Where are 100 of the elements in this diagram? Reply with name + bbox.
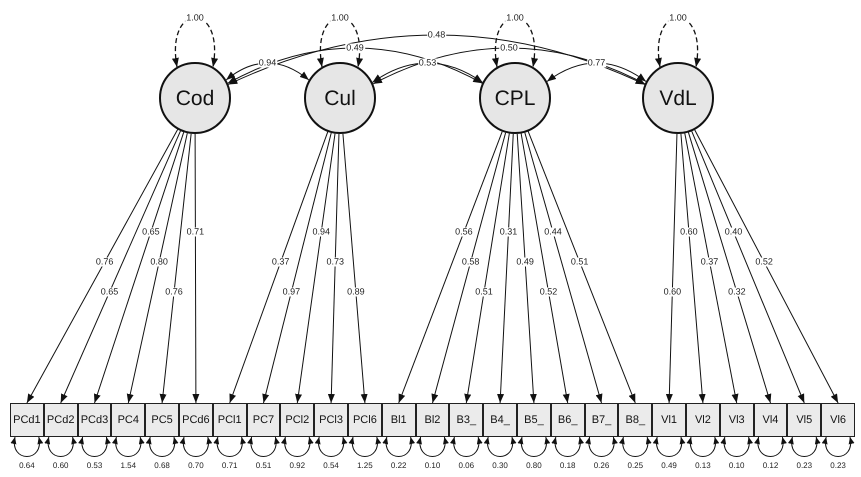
loading-arrow bbox=[26, 129, 178, 404]
edge-label: 0.52 bbox=[538, 288, 558, 296]
edge-label: 0.56 bbox=[454, 228, 474, 236]
edge-label: 0.76 bbox=[94, 258, 114, 266]
loading-arrow bbox=[691, 130, 805, 404]
edge-label: 1.54 bbox=[120, 462, 138, 470]
indicator-box bbox=[584, 403, 618, 437]
indicator-name: PC4 bbox=[118, 414, 139, 426]
loading-arrow bbox=[262, 132, 332, 404]
residual-loop bbox=[214, 436, 246, 457]
edge-label: 0.23 bbox=[829, 462, 847, 470]
loading-arrow bbox=[516, 133, 537, 404]
loading-arrow bbox=[688, 132, 772, 404]
indicator-box bbox=[787, 403, 822, 437]
edge-label: 0.31 bbox=[498, 228, 518, 236]
loading-arrow bbox=[295, 133, 336, 404]
latent-variable-name: VdL bbox=[659, 88, 697, 108]
indicator-name: Vl2 bbox=[694, 414, 711, 426]
indicator-box bbox=[483, 403, 517, 437]
edge-label: 0.13 bbox=[694, 462, 712, 470]
loading-arrow bbox=[94, 132, 184, 404]
indicator-box bbox=[44, 403, 78, 437]
indicator-name: PCd2 bbox=[46, 414, 74, 426]
indicator-name: B6_ bbox=[558, 414, 578, 426]
indicator-box bbox=[246, 403, 280, 437]
loading-arrow bbox=[524, 132, 602, 404]
edge-label: 0.64 bbox=[18, 462, 36, 470]
loading-arrow bbox=[694, 129, 839, 404]
residual-loop bbox=[349, 436, 381, 457]
edge-label: 0.60 bbox=[679, 228, 699, 236]
indicator-name: Vl1 bbox=[661, 414, 678, 426]
edge-label: 0.94 bbox=[258, 58, 278, 68]
indicator-box bbox=[280, 403, 314, 437]
indicator-name: B4_ bbox=[490, 414, 510, 426]
residual-loop bbox=[11, 436, 43, 457]
edge-label: 0.22 bbox=[390, 462, 408, 470]
residual-loop bbox=[180, 436, 212, 457]
indicator-name: B7_ bbox=[592, 414, 612, 426]
indicator-name: PCl3 bbox=[319, 414, 343, 426]
edge-label: 0.60 bbox=[52, 462, 70, 470]
loading-arrow bbox=[398, 131, 503, 404]
indicator-name: PCd3 bbox=[80, 414, 108, 426]
indicator-name: Vl5 bbox=[796, 414, 812, 426]
indicator-name: PC7 bbox=[252, 414, 274, 426]
indicator-box bbox=[686, 403, 720, 437]
edge-label: 0.37 bbox=[270, 258, 290, 266]
loading-arrow bbox=[464, 133, 510, 404]
edge-label: 0.51 bbox=[570, 258, 590, 266]
indicator-name: Vl4 bbox=[762, 414, 778, 426]
edge-label: 0.52 bbox=[754, 258, 774, 266]
loading-arrow bbox=[60, 130, 181, 404]
residual-loop bbox=[620, 436, 651, 457]
edge-label: 0.51 bbox=[254, 462, 272, 470]
residual-loop bbox=[248, 436, 280, 457]
indicator-box bbox=[517, 403, 551, 437]
edge-label: 0.92 bbox=[288, 462, 306, 470]
loading-arrow bbox=[328, 133, 340, 404]
edge-label: 0.68 bbox=[153, 462, 171, 470]
indicator-box bbox=[10, 403, 44, 437]
residual-loop bbox=[822, 436, 854, 457]
edge-label: 1.00 bbox=[185, 14, 205, 22]
edge-label: 0.26 bbox=[592, 462, 610, 470]
loading-arrow bbox=[520, 132, 570, 404]
covariance-arrow bbox=[372, 48, 646, 84]
edge-label: 0.80 bbox=[149, 258, 169, 266]
residual-loop bbox=[383, 436, 414, 457]
edge-label: 1.00 bbox=[668, 14, 688, 22]
indicator-box bbox=[382, 403, 416, 437]
edge-label: 0.23 bbox=[796, 462, 814, 470]
indicator-name: PCl2 bbox=[285, 414, 310, 426]
edge-label: 0.58 bbox=[460, 258, 480, 266]
edge-label: 0.53 bbox=[86, 462, 104, 470]
indicator-name: Bl1 bbox=[390, 414, 407, 426]
indicator-name: PCl1 bbox=[218, 414, 242, 426]
residual-loop bbox=[552, 436, 584, 457]
indicator-name: PCd1 bbox=[13, 414, 41, 426]
edge-label: 0.40 bbox=[724, 228, 744, 236]
edge-label: 0.49 bbox=[515, 258, 535, 266]
residual-loop bbox=[416, 436, 448, 457]
covariance-arrow bbox=[546, 62, 646, 82]
edge-label: 0.65 bbox=[141, 228, 161, 236]
edge-label: 0.32 bbox=[727, 288, 747, 296]
edge-label: 0.44 bbox=[543, 228, 563, 236]
edge-label: 0.50 bbox=[499, 44, 519, 52]
residual-loop bbox=[78, 436, 110, 457]
edge-label: 0.49 bbox=[345, 44, 365, 52]
indicator-name: B8_ bbox=[626, 414, 646, 426]
indicator-name: PC5 bbox=[151, 414, 173, 426]
indicator-box bbox=[618, 403, 652, 437]
edge-label: 1.00 bbox=[505, 14, 525, 22]
indicator-box bbox=[550, 403, 585, 437]
indicator-box bbox=[720, 403, 754, 437]
edge-label: 0.48 bbox=[426, 30, 446, 40]
latent-variable-name: Cod bbox=[176, 88, 214, 108]
edge-label: 0.73 bbox=[325, 258, 345, 266]
loading-arrow bbox=[497, 133, 514, 404]
edge-label: 0.89 bbox=[346, 288, 366, 296]
residual-loop bbox=[450, 436, 482, 457]
residual-loop bbox=[45, 436, 76, 457]
edge-label: 1.25 bbox=[356, 462, 374, 470]
